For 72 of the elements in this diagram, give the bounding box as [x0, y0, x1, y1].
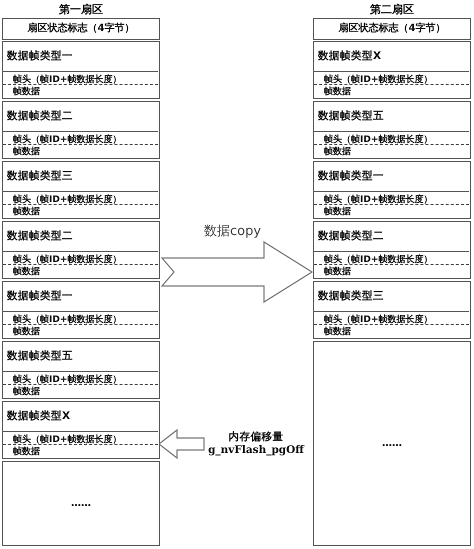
frame-body: [3, 251, 158, 277]
frame-data-text: 帧数据: [13, 205, 40, 218]
frame-body: [314, 191, 469, 217]
frame-type-label: 数据帧类型二: [7, 109, 73, 123]
frame-block: [2, 401, 160, 459]
frame-data-text: 帧数据: [13, 325, 40, 338]
frame-header-text: 帧头（帧ID+帧数据长度）: [324, 313, 432, 326]
block-arrow: [160, 240, 314, 304]
status-flag-box: 扇区状态标志（4字节）: [2, 18, 160, 40]
frame-block: [2, 101, 160, 159]
frame-header-text: 帧头（帧ID+帧数据长度）: [324, 73, 432, 86]
offset-label: 内存偏移量 g_nvFlash_pgOff: [206, 430, 306, 462]
frame-body: [314, 131, 469, 157]
frame-body: [3, 311, 158, 337]
frame-data-text: 帧数据: [13, 145, 40, 158]
memory-sector: [313, 2, 471, 546]
frame-body: [3, 71, 158, 97]
block-arrow: [158, 428, 205, 460]
frame-type-label: 数据帧类型X: [7, 409, 70, 423]
frame-header-text: 帧头（帧ID+帧数据长度）: [13, 133, 122, 146]
frame-block: [313, 41, 471, 99]
frame-data-text: 帧数据: [13, 265, 40, 278]
memory-sector: [2, 2, 160, 546]
frame-body: [3, 371, 158, 397]
free-space-box: ……: [2, 461, 160, 546]
frame-type-label: 数据帧类型五: [7, 349, 73, 363]
frame-block: [2, 281, 160, 339]
frame-block: [2, 221, 160, 279]
frame-type-label: 数据帧类型二: [318, 229, 384, 243]
frame-type-label: 数据帧类型一: [318, 169, 384, 183]
frame-header-text: 帧头（帧ID+帧数据长度）: [13, 73, 122, 86]
frame-body: [3, 191, 158, 217]
frame-block: [313, 101, 471, 159]
frame-body: [314, 71, 469, 97]
frame-header-text: 帧头（帧ID+帧数据长度）: [324, 253, 432, 266]
sector-title: 第二扇区: [369, 2, 415, 17]
frame-block: [2, 341, 160, 399]
edge-label: 数据copy: [202, 222, 264, 240]
frame-block: [313, 221, 471, 279]
frame-header-text: 帧头（帧ID+帧数据长度）: [324, 193, 432, 206]
frame-data-text: 帧数据: [324, 145, 351, 158]
frame-type-label: 数据帧类型三: [7, 169, 73, 183]
frame-header-text: 帧头（帧ID+帧数据长度）: [13, 313, 122, 326]
free-space-box: ……: [313, 341, 471, 546]
frame-type-label: 数据帧类型五: [318, 109, 384, 123]
frame-type-label: 数据帧类型二: [7, 229, 73, 243]
frame-header-text: 帧头（帧ID+帧数据长度）: [13, 193, 122, 206]
frame-type-label: 数据帧类型一: [7, 49, 73, 63]
frame-body: [3, 431, 158, 457]
frame-header-text: 帧头（帧ID+帧数据长度）: [324, 133, 432, 146]
frame-type-label: 数据帧类型X: [318, 49, 382, 63]
frame-type-label: 数据帧类型三: [318, 289, 384, 303]
frame-data-text: 帧数据: [324, 265, 351, 278]
frame-data-text: 帧数据: [13, 445, 40, 458]
frame-block: [2, 41, 160, 99]
frame-body: [314, 311, 469, 337]
frame-header-text: 帧头（帧ID+帧数据长度）: [13, 373, 122, 386]
frame-body: [314, 251, 469, 277]
frame-header-text: 帧头（帧ID+帧数据长度）: [13, 433, 122, 446]
frame-block: [313, 281, 471, 339]
frame-body: [3, 131, 158, 157]
frame-block: [313, 161, 471, 219]
status-flag-box: 扇区状态标志（4字节）: [313, 18, 471, 40]
frame-data-text: 帧数据: [324, 85, 351, 98]
frame-type-label: 数据帧类型一: [7, 289, 73, 303]
frame-block: [2, 161, 160, 219]
frame-data-text: 帧数据: [13, 85, 40, 98]
frame-data-text: 帧数据: [324, 325, 351, 338]
sector-title: 第一扇区: [58, 2, 104, 17]
frame-header-text: 帧头（帧ID+帧数据长度）: [13, 253, 122, 266]
frame-data-text: 帧数据: [13, 385, 40, 398]
frame-data-text: 帧数据: [324, 205, 351, 218]
